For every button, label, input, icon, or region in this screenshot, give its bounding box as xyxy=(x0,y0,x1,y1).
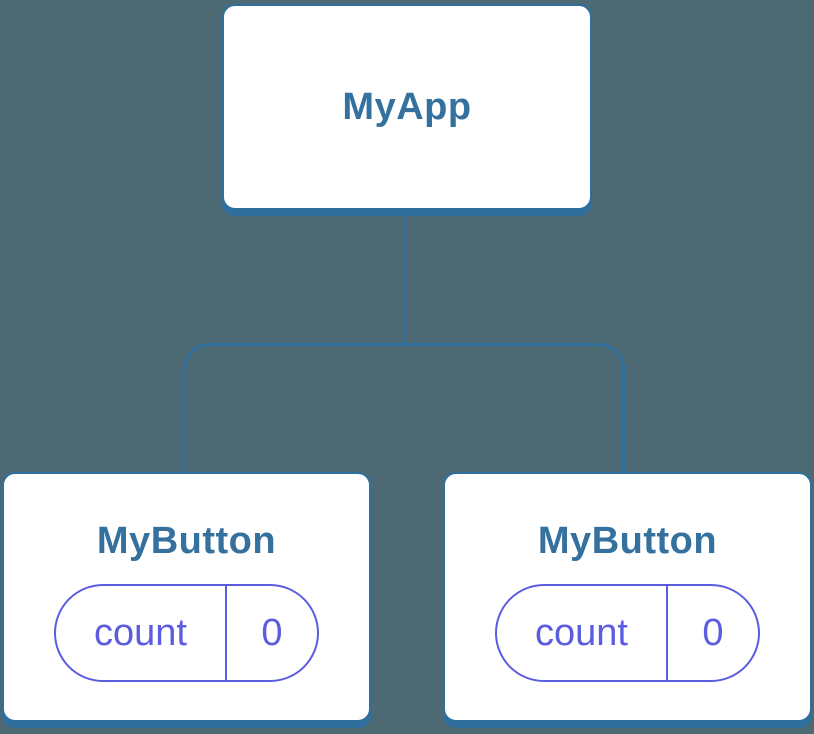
child-node-right: MyButton count 0 xyxy=(443,472,812,722)
root-node-label: MyApp xyxy=(342,86,472,128)
state-value: 0 xyxy=(702,611,724,654)
state-value: 0 xyxy=(261,611,283,654)
state-divider xyxy=(225,586,227,680)
tree-connector-stem xyxy=(403,212,406,344)
state-divider xyxy=(666,586,668,680)
state-pill: count 0 xyxy=(54,584,319,682)
child-node-left: MyButton count 0 xyxy=(2,472,371,722)
state-key: count xyxy=(535,611,628,654)
state-pill: count 0 xyxy=(495,584,760,682)
root-node: MyApp xyxy=(222,4,592,210)
state-key: count xyxy=(94,611,187,654)
child-node-label: MyButton xyxy=(537,520,718,562)
child-node-label: MyButton xyxy=(96,520,277,562)
tree-connector-bracket xyxy=(183,343,625,472)
